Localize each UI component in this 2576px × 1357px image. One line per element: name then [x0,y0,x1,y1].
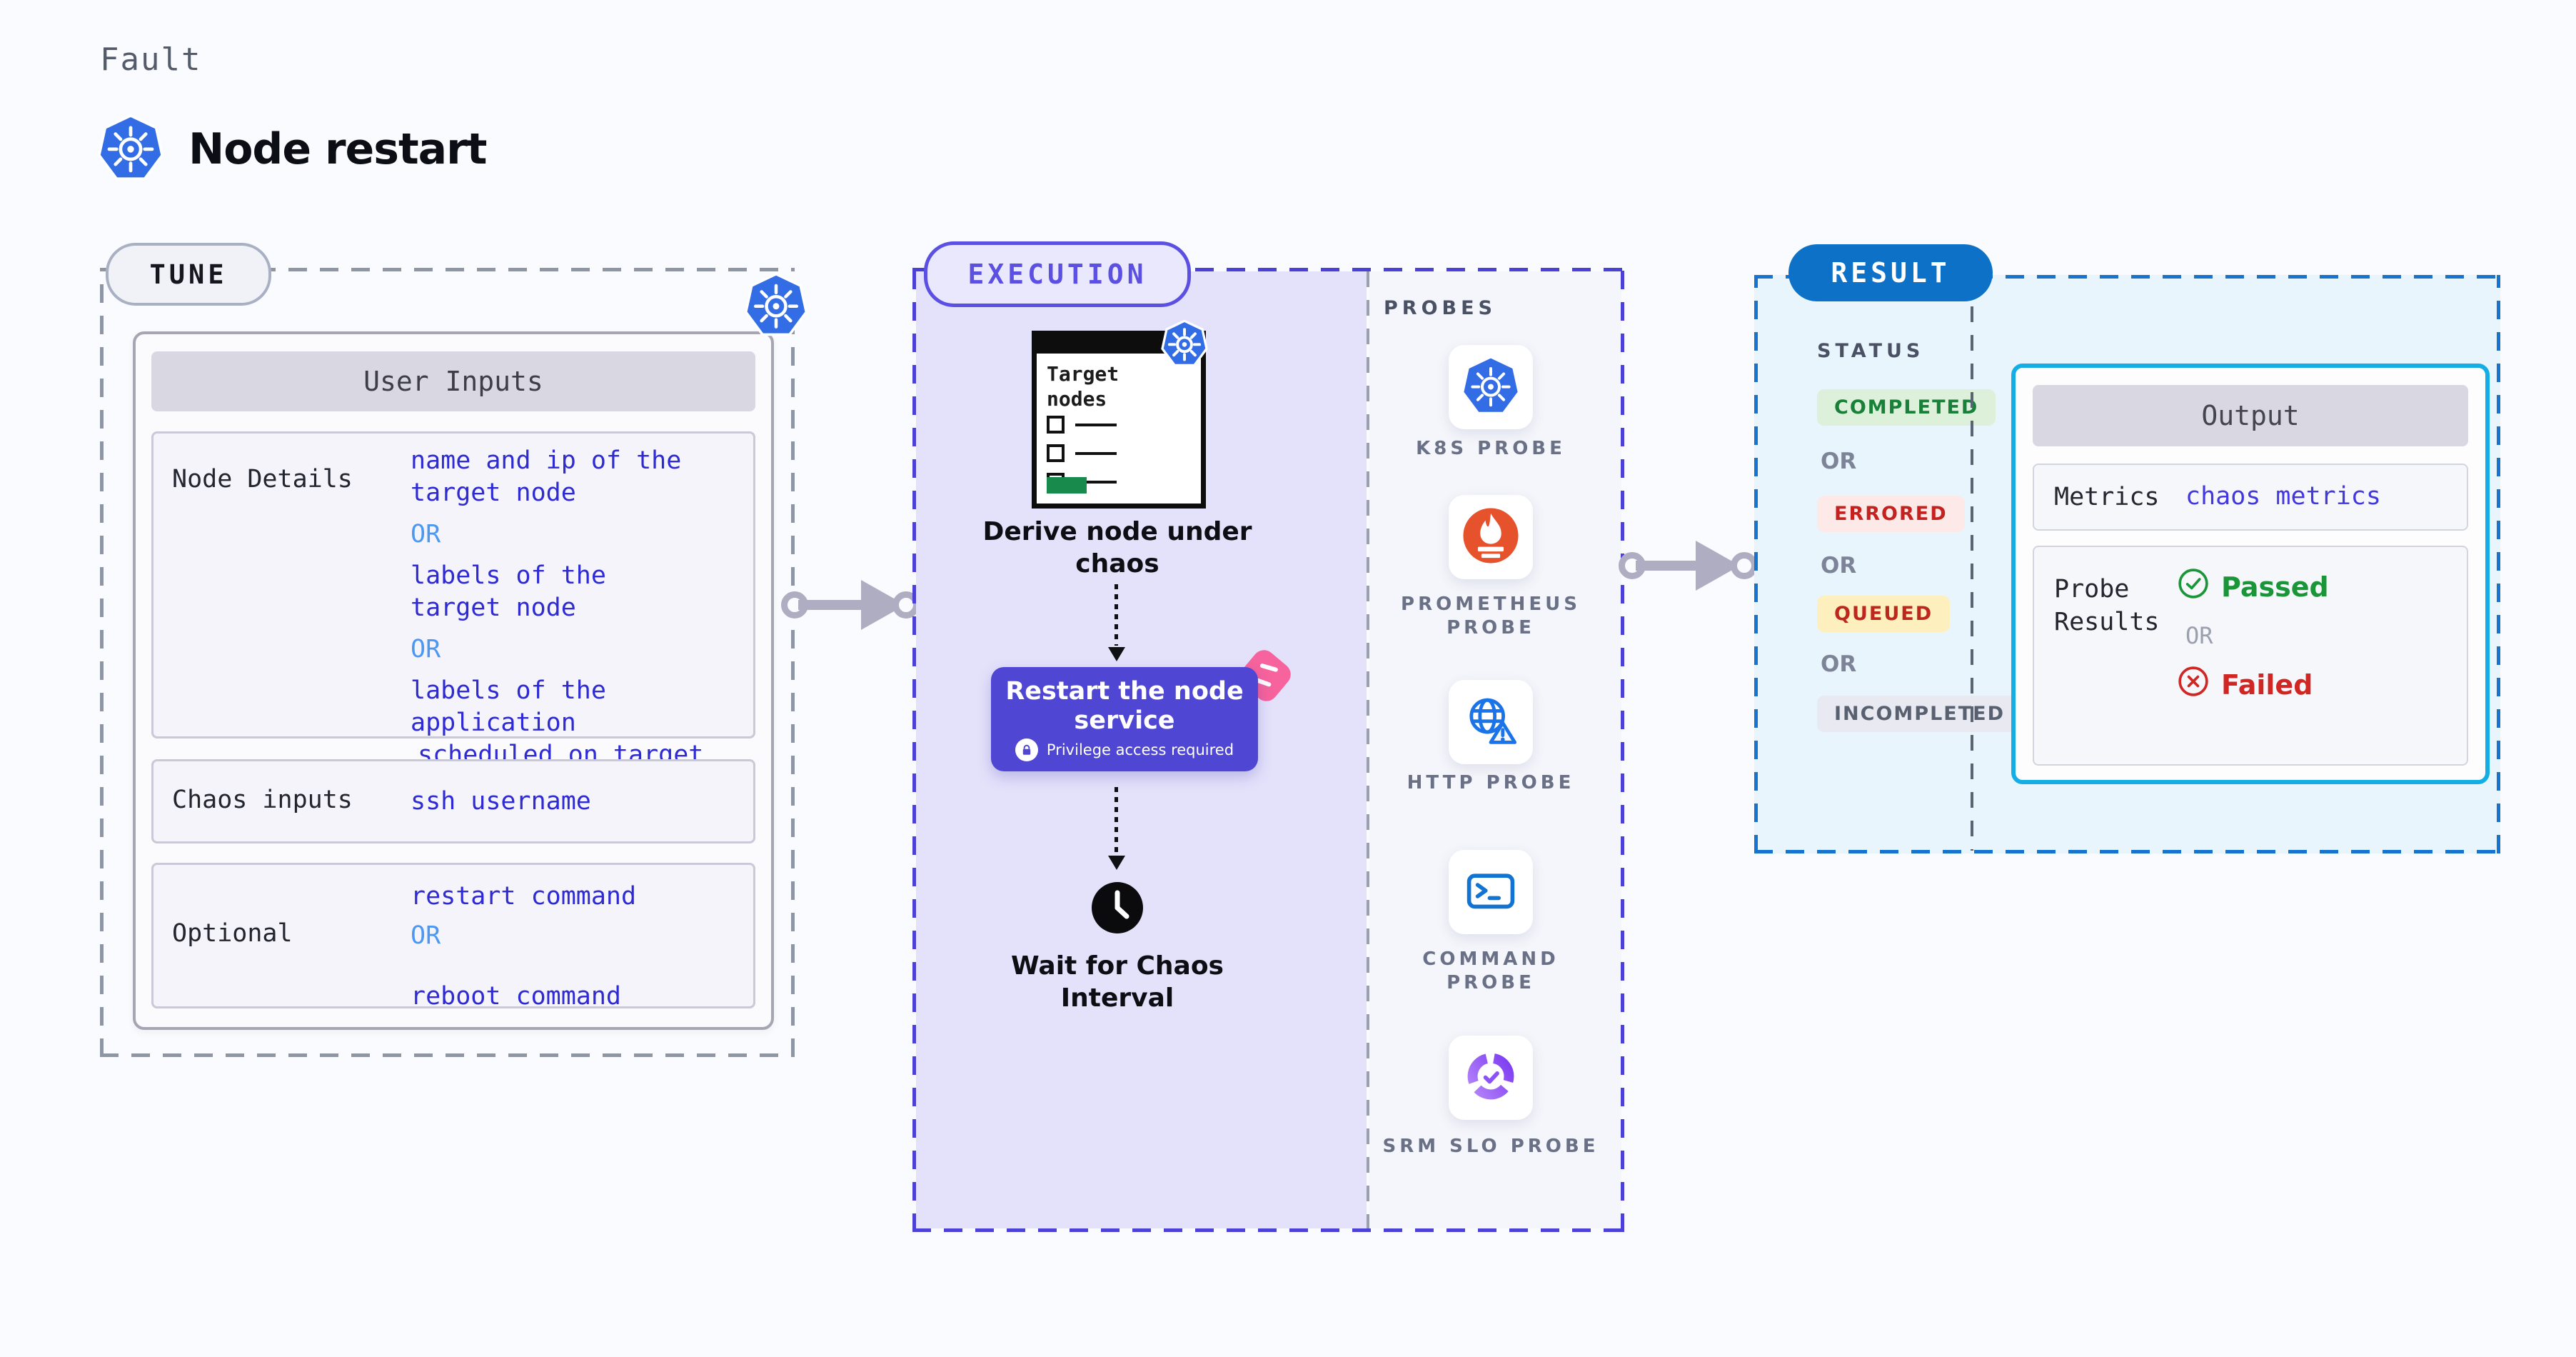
execution-pill: EXECUTION [924,241,1191,307]
probes-separator [1367,271,1369,1228]
value-line: target node [411,594,576,622]
step-title: Restart the node service [1005,677,1244,735]
value-line: target node [411,479,576,507]
row-label: Metrics [2054,483,2160,511]
row-values: name and ip of the target node OR labels… [411,445,753,803]
kubernetes-icon [1462,357,1519,417]
probe-label: HTTP PROBE [1407,772,1575,793]
kubernetes-icon [1161,319,1208,370]
wait-chaos-interval-label: Wait for Chaos Interval [1011,951,1224,1013]
probe-card-command [1449,850,1533,934]
user-inputs-header: User Inputs [151,351,755,411]
or-separator: OR [1821,553,1857,579]
probes-header: PROBES [1384,297,1497,319]
clipboard-title: Target nodes [1047,362,1120,411]
output-header: Output [2033,385,2468,446]
globe-warning-icon [1462,692,1519,752]
probe-card-prometheus [1449,495,1533,579]
probe-label: K8S PROBE [1416,438,1566,459]
result-separator [1971,278,1973,851]
output-row-probe-results: Probe Results Passed OR [2033,546,2468,766]
output-row-metrics: Metrics chaos metrics [2033,464,2468,531]
value-line: reboot command [411,982,622,1011]
arrow-down-icon [1108,647,1125,661]
prometheus-icon [1461,506,1520,568]
table-row-chaos-inputs: Chaos inputs ssh username [151,759,755,843]
dotted-connector [1115,787,1118,854]
probe-card-srm-slo [1449,1036,1533,1120]
lock-icon [1015,738,1038,761]
tune-pill: TUNE [106,243,271,306]
row-label: Optional [172,919,293,948]
probe-label: SRM SLO PROBE [1382,1136,1599,1157]
status-badge-queued: QUEUED [1817,596,1951,632]
failed-label: Failed [2221,669,2313,701]
passed-label: Passed [2221,571,2329,603]
status-badge-completed: COMPLETED [1817,389,1996,426]
fault-eyebrow: Fault [100,41,202,78]
probe-label: COMMAND PROBE [1422,948,1559,993]
privilege-caption: Privilege access required [1046,741,1234,758]
row-label: Node Details [172,465,353,494]
user-inputs-table: User Inputs Node Details name and ip of … [133,331,774,1030]
kubernetes-icon [744,272,808,340]
row-label: Chaos inputs [172,786,353,814]
passed-line: Passed [2177,567,2329,606]
probe-label: PROMETHEUS PROBE [1401,594,1581,639]
probe-card-http [1449,680,1533,764]
x-circle-icon [2177,665,2210,704]
page-title-row: Node restart [97,114,487,184]
output-table: Output Metrics chaos metrics Probe Resul… [2011,364,2490,784]
row-values: ssh username [411,786,591,818]
value-line: ssh username [411,787,591,816]
probe-card-k8s [1449,345,1533,429]
or-separator: OR [411,520,441,549]
result-pill: RESULT [1788,244,1993,301]
progress-bar [1047,477,1087,494]
or-separator: OR [1821,449,1857,474]
value-line: restart command [411,882,637,911]
value-line: labels of the application [411,676,606,737]
value-line: name and ip of the [411,446,682,475]
or-separator: OR [2185,622,2213,649]
checkbox-row [1047,444,1117,462]
metrics-value: chaos metrics [2185,482,2381,511]
status-badge-incompleted: INCOMPLETED [1817,696,2022,732]
table-row-node-details: Node Details name and ip of the target n… [151,431,755,801]
check-circle-icon [2177,567,2210,606]
clock-icon [1090,881,1144,938]
checkbox-row [1047,416,1117,434]
arrow-down-icon [1108,856,1125,870]
failed-line: Failed [2177,665,2329,704]
row-label: Probe Results [2054,575,2160,636]
page-title: Node restart [188,124,487,174]
table-row-optional: Optional restart command OR reboot comma… [151,863,755,1011]
restart-node-service-step: Restart the node service Privilege acces… [991,667,1258,771]
slo-donut-check-icon [1461,1047,1520,1108]
status-badge-errored: ERRORED [1817,496,1965,532]
status-header: STATUS [1817,340,1925,362]
or-separator: OR [411,635,441,664]
or-separator: OR [1821,651,1857,677]
row-values: restart command OR reboot command [411,881,636,1013]
probe-results-values: Passed OR Failed [2177,567,2329,704]
kubernetes-icon [97,114,164,184]
value-line: labels of the [411,561,606,590]
or-separator: OR [411,921,441,950]
privilege-row: Privilege access required [1015,738,1234,761]
terminal-icon [1462,862,1519,922]
derive-node-label: Derive node under chaos [982,517,1252,579]
dotted-connector [1115,584,1118,646]
